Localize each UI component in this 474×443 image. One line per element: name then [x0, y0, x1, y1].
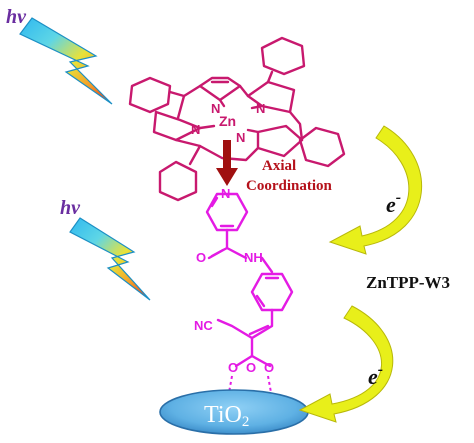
porphyrin-nitrogen-top: N	[211, 101, 220, 116]
electron-transfer-arrow-1	[328, 125, 423, 255]
light-label-top: hv	[6, 6, 27, 28]
electron-label-2: e-	[368, 361, 383, 389]
zinc-porphyrin-structure	[128, 36, 346, 202]
electron-transfer-arrow-2	[298, 305, 394, 423]
annotation-line-2: Coordination	[246, 178, 333, 194]
electron-label-1: e-	[386, 189, 401, 217]
annotation-line-1: Axial	[262, 158, 296, 174]
porphyrin-nitrogen-left: N	[191, 122, 200, 137]
porphyrin-nitrogen-bottom: N	[236, 130, 245, 145]
lightning-bolt-bottom	[69, 217, 151, 301]
zinc-atom: Zn	[219, 113, 236, 129]
carboxyl-oxygen-1: O	[228, 360, 238, 375]
light-label-bottom: hv	[60, 197, 81, 219]
lightning-bolt-top	[19, 17, 113, 105]
amide-nh: NH	[244, 250, 263, 265]
tio2-label: TiO2	[204, 402, 249, 430]
coordination-arrow	[216, 140, 238, 186]
amide-oxygen: O	[196, 250, 206, 265]
porphyrin-nitrogen-right: N	[256, 101, 265, 116]
carboxyl-oxygen-2: O	[246, 360, 256, 375]
linker-structure	[205, 192, 294, 368]
nitrile-group: NC	[194, 318, 213, 333]
carboxyl-oxygen-3: O	[264, 360, 274, 375]
complex-name-label: ZnTPP-W3	[366, 273, 450, 292]
pyridine-nitrogen: N	[221, 186, 230, 201]
